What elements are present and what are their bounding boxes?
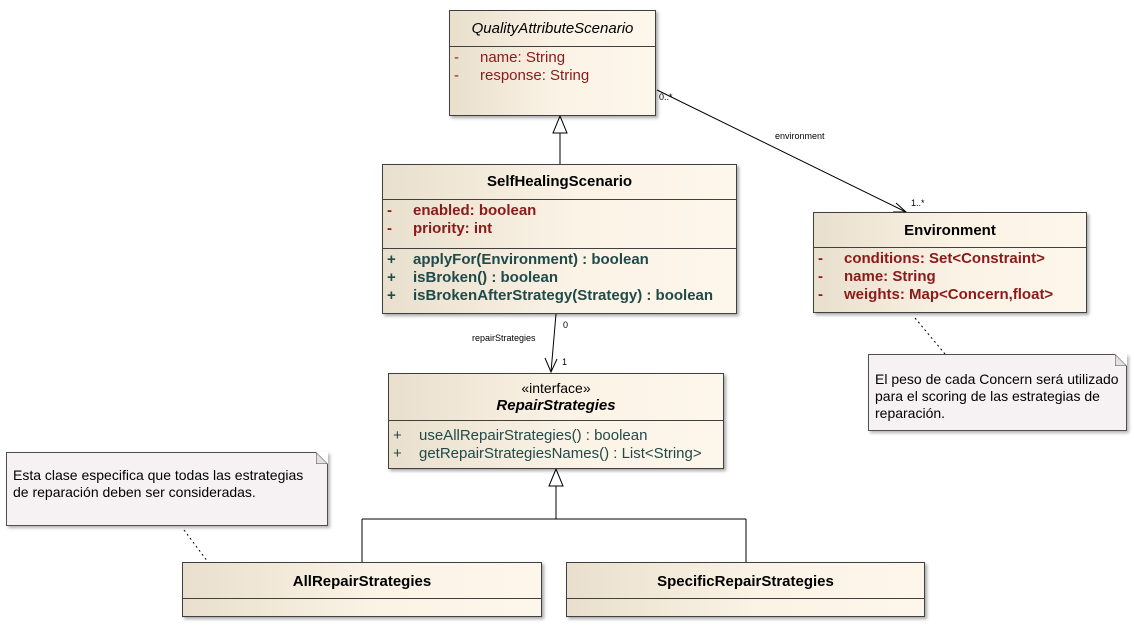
mult-repair-target: 1 [562, 357, 568, 367]
note-environment-weights[interactable]: El peso de cada Concern será utilizado p… [868, 354, 1127, 431]
operation: +useAllRepairStrategies() : boolean [393, 427, 648, 444]
attributes-section [567, 598, 924, 616]
class-name: AllRepairStrategies [292, 573, 432, 590]
class-name: Environment [904, 222, 996, 239]
stereotype-label: «interface» [521, 380, 591, 396]
attribute: -weights: Map<Concern,float> [818, 286, 1054, 303]
mult-qas-env-source: 0..* [659, 92, 673, 102]
class-name: SpecificRepairStrategies [657, 573, 834, 590]
operations-section: +useAllRepairStrategies() : boolean +get… [389, 420, 723, 468]
role-repair-strategies: repairStrategies [472, 333, 536, 343]
class-environment[interactable]: Environment -conditions: Set<Constraint>… [813, 212, 1087, 313]
class-name: RepairStrategies [496, 397, 616, 414]
interface-header: «interface» RepairStrategies [389, 374, 723, 420]
class-self-healing-scenario[interactable]: SelfHealingScenario -enabled: boolean -p… [382, 164, 737, 314]
attribute: -enabled: boolean [387, 202, 537, 219]
attributes-section [183, 598, 541, 616]
attribute: -name: String [454, 49, 566, 66]
attribute: -response: String [454, 67, 590, 84]
attribute: -name: String [818, 268, 936, 285]
association-repair-strategies [544, 313, 558, 374]
attributes-section: -conditions: Set<Constraint> -name: Stri… [814, 247, 1086, 312]
note-text: Esta clase especifica que todas las estr… [13, 467, 304, 500]
note-fold-icon [1115, 354, 1127, 366]
note-anchor-env [914, 317, 946, 355]
operation: +isBrokenAfterStrategy(Strategy) : boole… [387, 287, 714, 304]
class-name: SelfHealingScenario [486, 173, 633, 190]
note-anchor-rs [183, 529, 209, 563]
mult-qas-env-target: 1..* [911, 198, 925, 208]
operation: +isBroken() : boolean [387, 269, 559, 286]
note-fold-icon [316, 452, 328, 464]
class-name: QualityAttributeScenario [471, 20, 634, 37]
attributes-section: -name: String -response: String [450, 46, 655, 116]
mult-repair-source: 0 [563, 320, 569, 330]
generalization-shs-qas [552, 114, 568, 164]
role-environment: environment [775, 131, 825, 141]
class-specific-repair-strategies[interactable]: SpecificRepairStrategies [566, 562, 925, 617]
attributes-section: -enabled: boolean -priority: int [383, 199, 736, 248]
operations-section: +applyFor(Environment) : boolean +isBrok… [383, 248, 736, 313]
operation: +getRepairStrategiesNames() : List<Strin… [393, 445, 702, 462]
attribute: -conditions: Set<Constraint> [818, 250, 1045, 267]
note-text: El peso de cada Concern será utilizado p… [875, 371, 1119, 421]
interface-repair-strategies[interactable]: «interface» RepairStrategies +useAllRepa… [388, 373, 724, 469]
class-quality-attribute-scenario[interactable]: QualityAttributeScenario -name: String -… [449, 10, 656, 116]
operation: +applyFor(Environment) : boolean [387, 251, 649, 268]
attribute: -priority: int [387, 220, 493, 237]
note-repair-strategies[interactable]: Esta clase especifica que todas las estr… [6, 452, 328, 526]
class-all-repair-strategies[interactable]: AllRepairStrategies [182, 562, 542, 617]
generalization-tree-rs [361, 467, 747, 562]
